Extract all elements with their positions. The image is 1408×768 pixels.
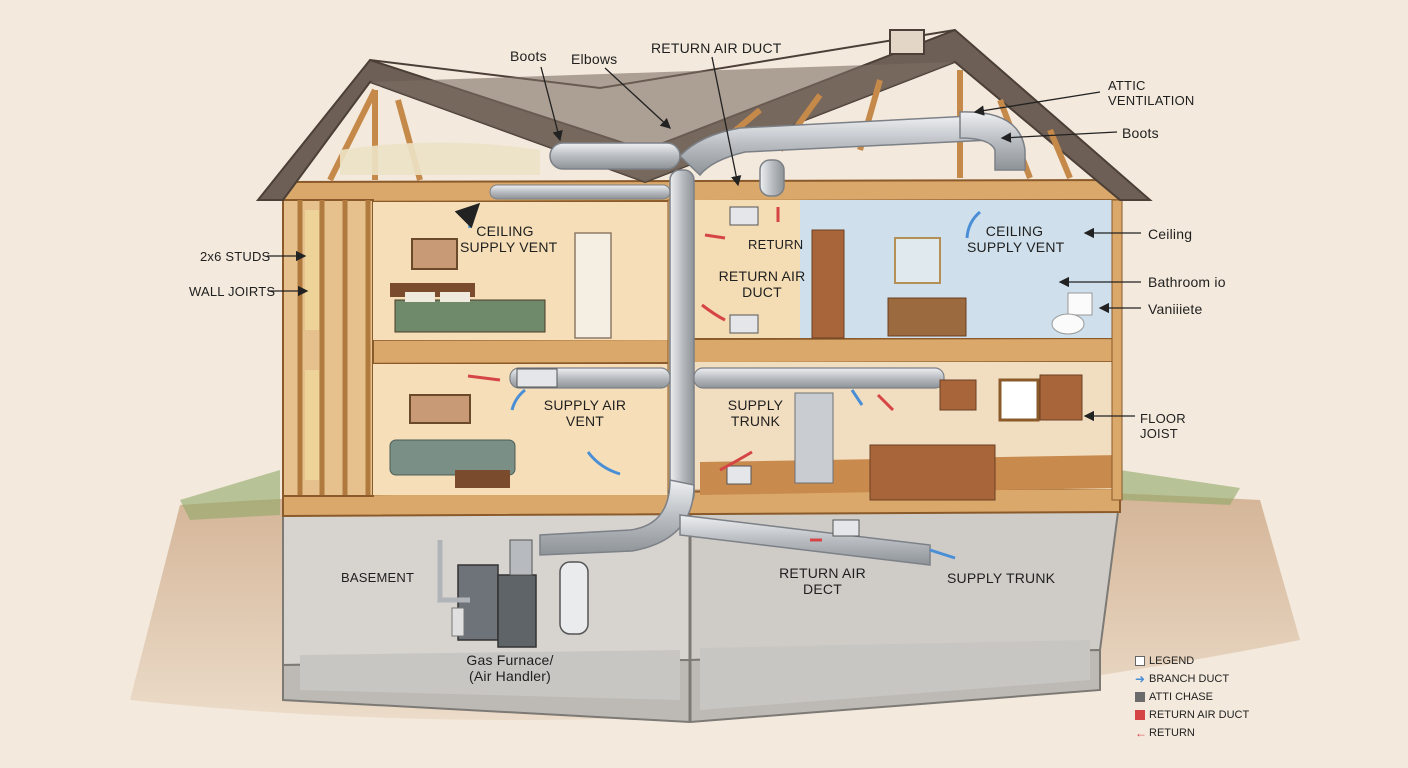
label-bathroom: Bathroom io xyxy=(1148,274,1226,290)
label-studs: 2x6 STUDS xyxy=(200,249,271,264)
label-ceiling-supply-vent-left: CEILING SUPPLY VENT xyxy=(460,223,558,255)
legend-title-swatch xyxy=(1135,656,1145,666)
label-attic-ventilation-line1: ATTIC xyxy=(1108,78,1146,93)
label-boots-top: Boots xyxy=(510,48,547,64)
legend-item-atti-chase: ATTI CHASE xyxy=(1135,688,1249,706)
label-return-air-duct-low: RETURN AIR DECT xyxy=(775,565,870,597)
label-gas-furnace-line2: (Air Handler) xyxy=(469,668,551,684)
bathroom-fixtures xyxy=(811,229,1093,339)
basement-structure xyxy=(282,511,1120,724)
label-ceiling-supply-vent-right-line2: SUPPLY VENT xyxy=(967,239,1065,255)
legend-arrow-left-icon: ← xyxy=(1135,726,1147,740)
label-ceiling-supply-vent-right: CEILING SUPPLY VENT xyxy=(967,223,1065,255)
legend-swatch-red xyxy=(1135,710,1145,720)
label-return-air-duct-mid-line1: RETURN AIR xyxy=(718,268,806,284)
label-attic-ventilation-line2: VENTILATION xyxy=(1108,93,1195,108)
bedroom-door xyxy=(574,232,612,339)
legend-swatch-gray xyxy=(1135,692,1145,702)
bedroom-bed xyxy=(390,238,546,333)
label-ceiling-supply-vent-left-line2: SUPPLY VENT xyxy=(460,239,558,255)
legend-item-label: RETURN xyxy=(1149,727,1195,739)
legend-item-branch-duct: ➜ BRANCH DUCT xyxy=(1135,670,1249,688)
label-return-air-duct-mid-line2: DUCT xyxy=(742,284,782,300)
legend-title: LEGEND xyxy=(1149,655,1195,667)
label-return-air-duct-top: RETURN AIR DUCT xyxy=(651,40,782,56)
furnace xyxy=(437,539,589,648)
supply-arrows xyxy=(454,202,981,560)
grass-left xyxy=(180,470,280,520)
label-boots-right: Boots xyxy=(1122,125,1159,141)
label-ceiling: Ceiling xyxy=(1148,226,1193,242)
legend: LEGEND ➜ BRANCH DUCT ATTI CHASE RETURN A… xyxy=(1135,652,1249,742)
label-attic-ventilation: ATTIC VENTILATION xyxy=(1108,78,1194,108)
label-return-air-duct-low-line2: DECT xyxy=(803,581,842,597)
label-wall-joists: WALL JOIRTS xyxy=(189,284,276,299)
grass-right xyxy=(1120,470,1240,505)
legend-item-label: RETURN AIR DUCT xyxy=(1149,709,1250,721)
label-supply-trunk-low: SUPPLY TRUNK xyxy=(947,570,1056,586)
legend-item-label: ATTI CHASE xyxy=(1149,691,1213,703)
label-vanity: Vaniiiete xyxy=(1148,301,1203,317)
label-supply-trunk-mid-line1: SUPPLY xyxy=(727,397,784,413)
label-return-air-duct-mid: RETURN AIR DUCT xyxy=(712,268,812,300)
leader-lines xyxy=(267,56,1141,422)
label-elbows: Elbows xyxy=(571,51,618,67)
legend-title-row: LEGEND xyxy=(1135,652,1249,670)
label-basement: BASEMENT xyxy=(341,570,415,585)
label-floor-joist-line1: FLOOR xyxy=(1140,411,1186,426)
label-ceiling-supply-vent-left-line1: CEILING xyxy=(476,223,534,239)
label-gas-furnace-line1: Gas Furnace/ xyxy=(466,652,554,668)
label-return-air-duct-low-line1: RETURN AIR xyxy=(779,565,866,581)
label-ceiling-supply-vent-right-line1: CEILING xyxy=(985,223,1044,239)
duct-system xyxy=(489,111,1026,566)
legend-item-return: ← RETURN xyxy=(1135,724,1249,742)
label-floor-joist-line2: JOIST xyxy=(1140,426,1178,441)
label-supply-air-vent: SUPPLY AIR VENT xyxy=(540,397,630,429)
label-supply-air-vent-line2: VENT xyxy=(565,413,605,429)
return-arrows xyxy=(467,207,895,542)
kitchen xyxy=(794,374,1083,501)
legend-arrow-right-icon: ➜ xyxy=(1135,672,1146,686)
label-supply-trunk-mid-line2: TRUNK xyxy=(730,413,781,429)
label-gas-furnace: Gas Furnace/ (Air Handler) xyxy=(455,652,565,684)
label-supply-trunk-mid: SUPPLY TRUNK xyxy=(718,397,793,429)
living-sofa xyxy=(389,394,516,488)
legend-item-label: BRANCH DUCT xyxy=(1149,673,1230,685)
label-supply-air-vent-line1: SUPPLY AIR xyxy=(543,397,627,413)
label-floor-joist: FLOOR JOIST xyxy=(1140,411,1186,441)
label-return-center: RETURN xyxy=(748,237,804,252)
legend-item-return-air-duct: RETURN AIR DUCT xyxy=(1135,706,1249,724)
